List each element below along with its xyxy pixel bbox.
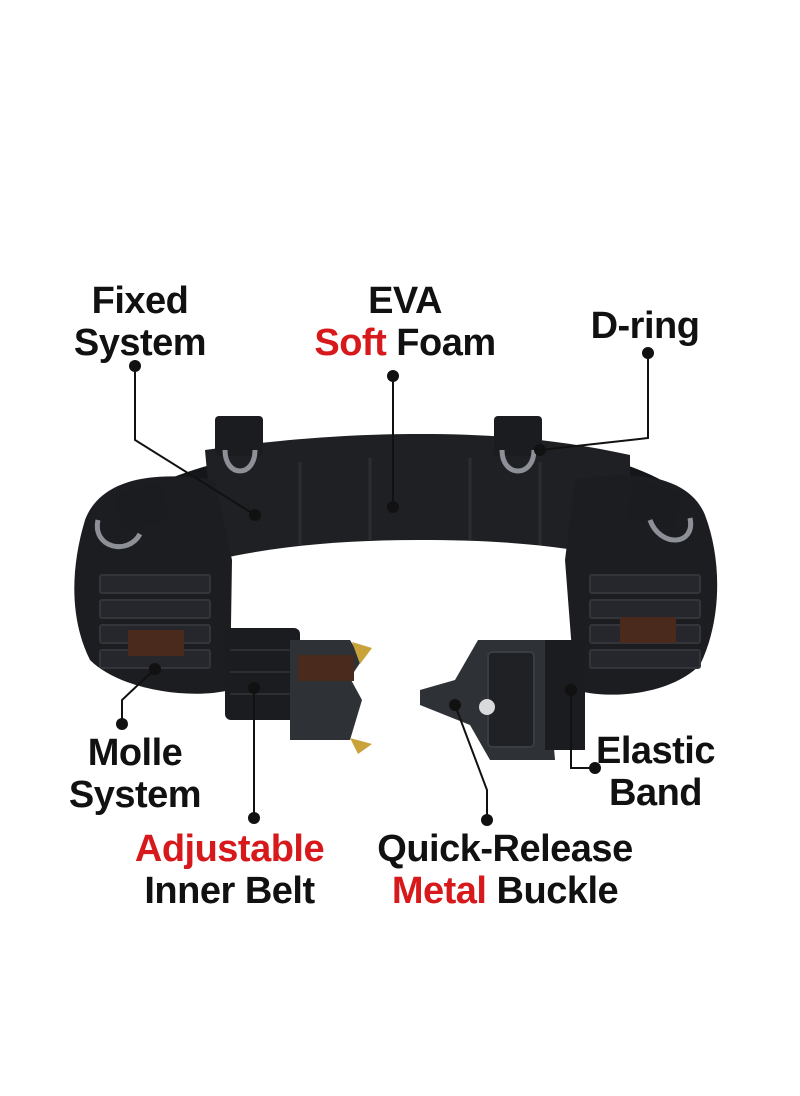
label-qr-line1: Quick-Release <box>377 828 633 870</box>
callout-adjustable-belt <box>248 682 260 824</box>
callout-elastic <box>565 684 601 774</box>
brass-tab-bottom <box>350 738 372 754</box>
patch-left <box>128 630 184 656</box>
label-eva-line2: Soft Foam <box>300 322 510 364</box>
label-qr-highlight: Metal <box>391 870 487 912</box>
callout-fixed-system <box>129 360 261 521</box>
label-molle-line2: System <box>68 774 202 816</box>
label-adjustable-inner-belt: Adjustable Inner Belt <box>122 828 337 912</box>
brass-tab-top <box>352 642 372 664</box>
label-adjustable-highlight: Adjustable <box>134 828 325 870</box>
d-ring-front-right <box>626 481 694 543</box>
callout-buckle <box>449 699 493 826</box>
label-molle-line1: Molle <box>87 732 183 774</box>
label-fixed-line2: System <box>73 322 207 364</box>
callout-eva-foam <box>387 370 399 513</box>
label-eva-line1: EVA <box>368 280 442 322</box>
label-qr-rest: Buckle <box>486 870 619 912</box>
patch-right <box>620 617 676 643</box>
d-ring-back-right <box>494 416 542 474</box>
label-elastic-band: Elastic Band <box>583 730 728 814</box>
belt-back-padding <box>205 434 630 560</box>
belt-back-panels <box>298 458 542 545</box>
label-d-ring: D-ring <box>575 305 715 347</box>
label-quick-release-buckle: Quick-Release Metal Buckle <box>355 828 655 912</box>
callout-d-ring <box>534 347 654 456</box>
label-fixed-system: Fixed System <box>60 280 220 364</box>
label-d-ring-text: D-ring <box>590 305 700 347</box>
inner-belt-left <box>225 628 300 720</box>
label-elastic-line2: Band <box>609 772 703 814</box>
label-eva-highlight: Soft <box>314 322 387 364</box>
label-eva-soft-foam: EVA Soft Foam <box>300 280 510 364</box>
label-molle-system: Molle System <box>55 732 215 816</box>
label-fixed-line1: Fixed <box>91 280 189 322</box>
d-ring-front-left <box>94 483 170 550</box>
patch-buckle <box>298 655 354 681</box>
label-qr-line2: Metal Buckle <box>355 870 655 912</box>
d-ring-back-left <box>215 416 263 474</box>
inner-belt-right <box>545 640 585 750</box>
label-adjustable-line2: Inner Belt <box>144 870 315 912</box>
label-elastic-line1: Elastic <box>595 730 716 772</box>
label-eva-rest: Foam <box>386 322 496 364</box>
callout-molle <box>116 663 161 730</box>
